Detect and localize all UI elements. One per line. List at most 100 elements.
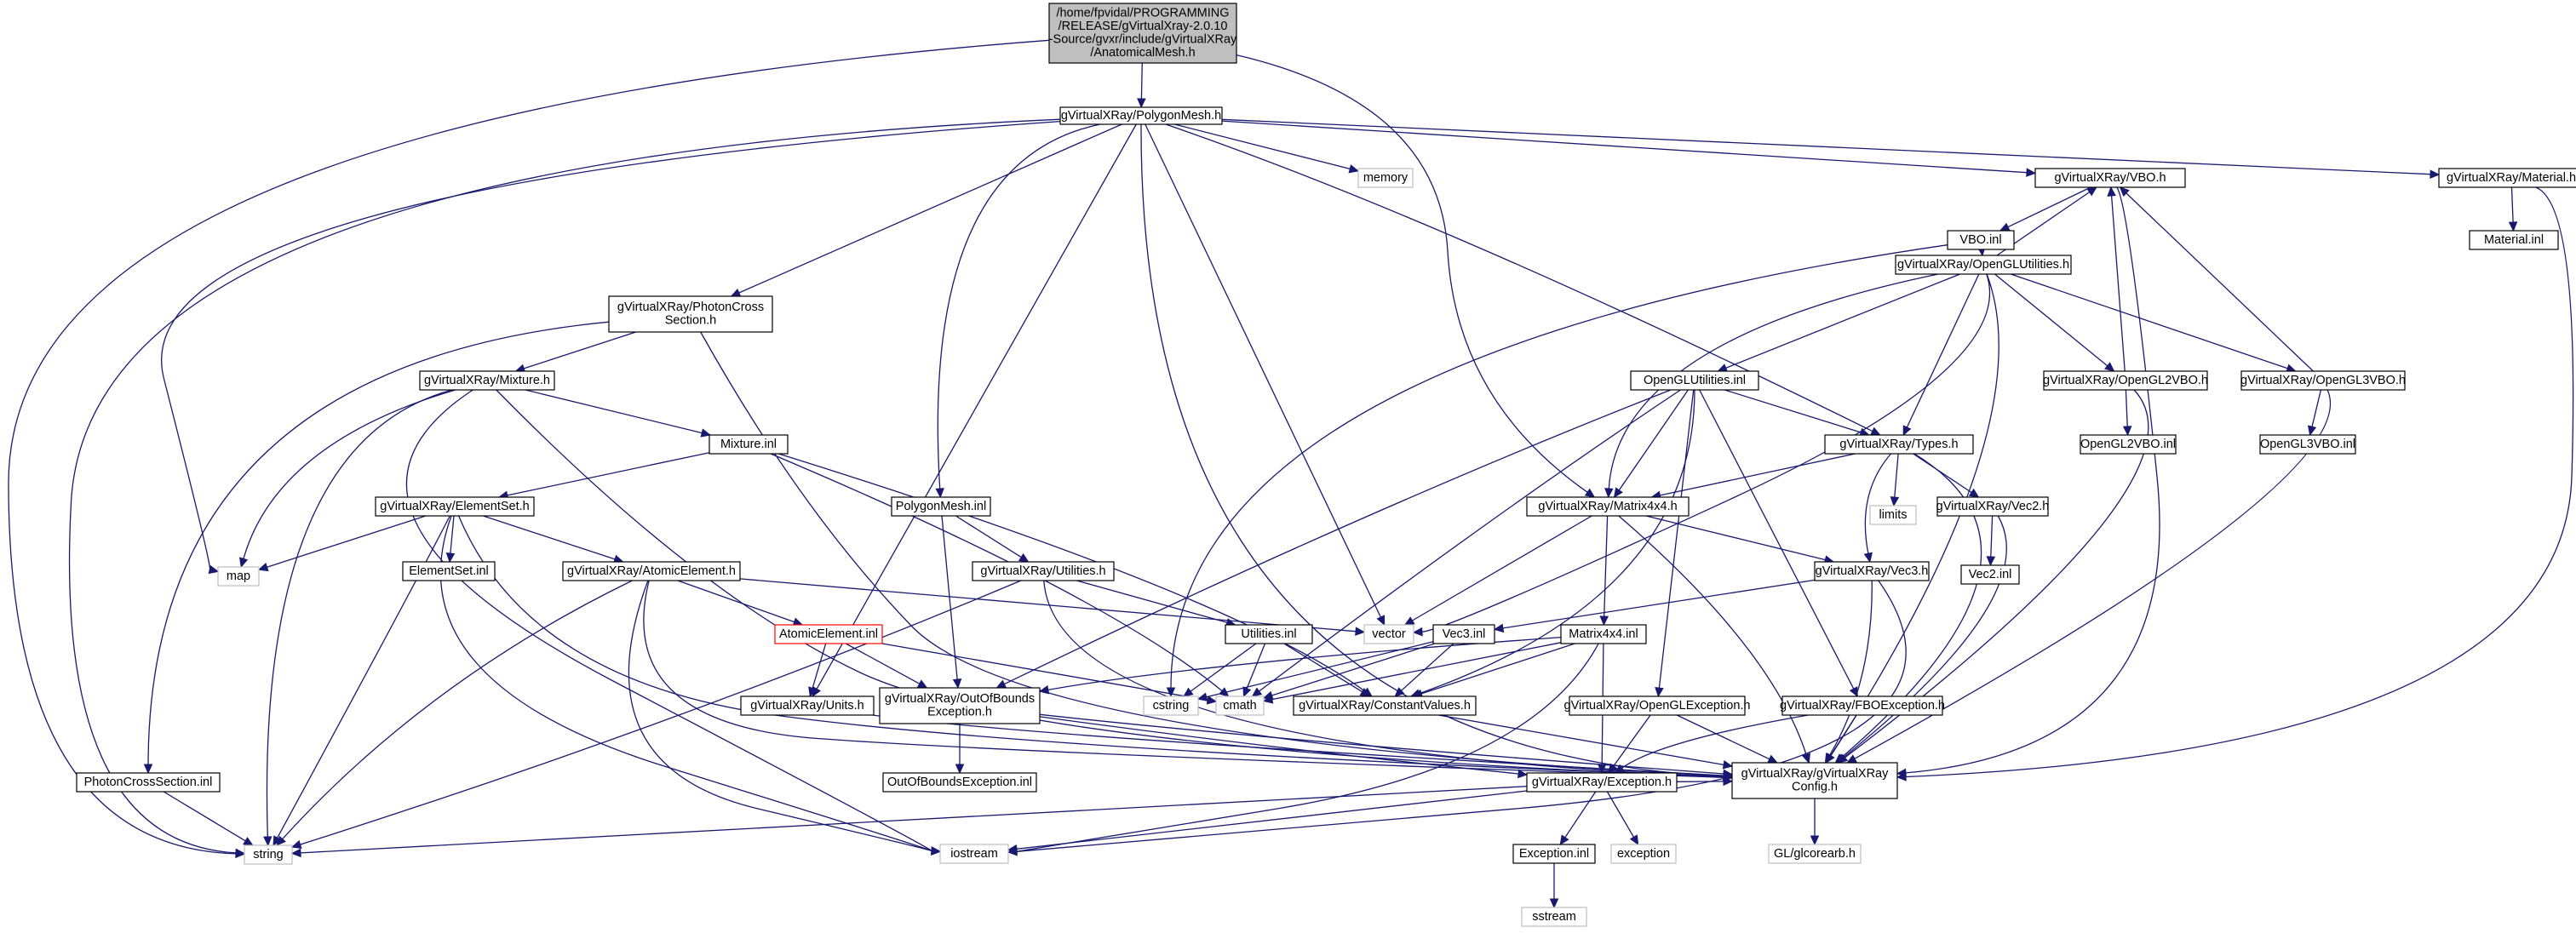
- node-vbo-h[interactable]: gVirtualXRay/VBO.h: [2034, 168, 2186, 188]
- edge-elementset_h-to-iostream: [439, 515, 932, 852]
- node-label-line: OpenGL2VBO.inl: [2080, 438, 2176, 451]
- node-vec2-h[interactable]: gVirtualXRay/Vec2.h: [1936, 496, 2050, 517]
- node-photoncross-h[interactable]: gVirtualXRay/PhotonCrossSection.h: [608, 295, 773, 333]
- edge-polygonmesh-to-units_h: [816, 123, 1137, 690]
- edge-atomicelement_h-to-iostream: [628, 580, 932, 852]
- node-material-h[interactable]: gVirtualXRay/Material.h: [2438, 168, 2576, 188]
- node-outofbounds-h[interactable]: gVirtualXRay/OutOfBoundsException.h: [879, 687, 1041, 724]
- node-label-line: -Source/gvxr/include/gVirtualXRay: [1049, 33, 1237, 47]
- arrowhead-polygonmesh-to-vector: [1376, 615, 1386, 627]
- arrowhead-polygonmesh-to-memory: [1348, 164, 1360, 174]
- edge-opengl_util_h-to-matrix4x4_h: [1608, 273, 1939, 489]
- node-opengl3vbo-h[interactable]: gVirtualXRay/OpenGL3VBO.h: [2240, 370, 2406, 391]
- node-polygonmesh[interactable]: gVirtualXRay/PolygonMesh.h: [1059, 106, 1223, 125]
- edge-opengl_util_inl-to-fboexception_h: [1699, 389, 1855, 690]
- edge-mixture_h-to-config_h: [496, 389, 1724, 778]
- node-box: [217, 566, 260, 587]
- node-fboexception-h[interactable]: gVirtualXRay/FBOException.h: [1780, 695, 1945, 716]
- arrowhead-opengl_util_h-to-matrix4x4_h: [1604, 488, 1614, 499]
- node-elementset-inl[interactable]: ElementSet.inl: [402, 561, 496, 581]
- edge-opengl_util_h-to-vector: [1421, 273, 1991, 632]
- edge-atomicelement_h-to-config_h: [643, 580, 1724, 778]
- node-label-line: Utilities.inl: [1241, 627, 1296, 641]
- node-label-line: gVirtualXRay/OpenGL2VBO.h: [2043, 374, 2208, 387]
- node-photoncross-inl[interactable]: PhotonCrossSection.inl: [76, 772, 221, 793]
- node-units-h[interactable]: gVirtualXRay/Units.h: [740, 695, 875, 716]
- edge-polygonmesh-to-material_h: [1221, 118, 2431, 175]
- node-material-inl[interactable]: Material.inl: [2469, 230, 2559, 250]
- edge-elementset_h-to-atomicelement_h: [483, 515, 616, 560]
- arrowhead-utilities_inl-to-cmath: [1242, 686, 1252, 698]
- node-root[interactable]: /home/fpvidal/PROGRAMMING/RELEASE/gVirtu…: [1048, 3, 1237, 64]
- edge-matrix4x4_inl-to-constantvalues_h: [1420, 643, 1575, 695]
- node-box: [1869, 505, 1917, 525]
- node-box: [2259, 434, 2356, 455]
- arrowhead-types_h-to-vec2_h: [1968, 488, 1980, 498]
- edge-polygonmesh-to-vbo_h: [1221, 120, 2028, 174]
- node-opengl2vbo-inl[interactable]: OpenGL2VBO.inl: [2080, 434, 2177, 455]
- arrowhead-root-to-polygonmesh: [1137, 98, 1146, 109]
- node-box: [419, 370, 555, 391]
- node-types-h[interactable]: gVirtualXRay/Types.h: [1824, 434, 1974, 455]
- edge-opengl_util_inl-to-cmath: [1259, 389, 1681, 692]
- node-matrix4x4-inl[interactable]: Matrix4x4.inl: [1560, 624, 1647, 644]
- edge-types_h-to-matrix4x4_h: [1660, 453, 1856, 496]
- node-exception-h[interactable]: gVirtualXRay/Exception.h: [1526, 772, 1678, 793]
- arrowhead-photoncross_inl-to-string: [243, 837, 254, 846]
- node-opengl-util-inl[interactable]: OpenGLUtilities.inl: [1630, 370, 1759, 391]
- node-elementset-h[interactable]: gVirtualXRay/ElementSet.h: [375, 496, 535, 517]
- node-constantvalues-h[interactable]: gVirtualXRay/ConstantValues.h: [1293, 695, 1477, 716]
- edge-atomicelement_h-to-string: [282, 580, 633, 840]
- arrowhead-opengl3vbo_h-to-opengl3vbo_inl: [2307, 425, 2317, 437]
- node-label-line: Vec3.inl: [1443, 627, 1486, 641]
- arrowhead-elementset_h-to-string: [273, 835, 282, 847]
- edge-opengl_util_h-to-opengl_util_inl: [1725, 273, 1960, 369]
- node-atomicelement-inl[interactable]: AtomicElement.inl: [774, 624, 883, 644]
- node-box: [939, 844, 1009, 864]
- node-exception-inl[interactable]: Exception.inl: [1512, 844, 1596, 864]
- edge-exception_h-to-string: [300, 786, 1528, 854]
- node-vec3-h[interactable]: gVirtualXRay/Vec3.h: [1814, 561, 1930, 581]
- node-sstream: sstream: [1521, 907, 1587, 927]
- node-label-line: gVirtualXRay/OpenGLException.h: [1564, 699, 1751, 713]
- node-box: [891, 496, 991, 517]
- node-opengl-util-h[interactable]: gVirtualXRay/OpenGLUtilities.h: [1895, 255, 2072, 275]
- node-openglexception-h[interactable]: gVirtualXRay/OpenGLException.h: [1564, 695, 1751, 716]
- arrowhead-opengl_util_h-to-types_h: [1902, 425, 1912, 437]
- node-label-line: gVirtualXRay/PolygonMesh.h: [1061, 109, 1221, 123]
- edge-opengl_util_inl-to-matrix4x4_h: [1618, 389, 1689, 491]
- edge-utilities_h-to-string: [300, 580, 1022, 845]
- node-atomicelement-h[interactable]: gVirtualXRay/AtomicElement.h: [562, 561, 741, 581]
- edge-utilities_inl-to-cstring: [1190, 643, 1257, 692]
- node-vec2-inl[interactable]: Vec2.inl: [1960, 564, 2020, 585]
- node-box: [2043, 370, 2208, 391]
- node-limits: limits: [1869, 505, 1917, 525]
- arrowhead-vbo_h-to-vbo_inl: [1999, 222, 2011, 232]
- node-outofbounds-inl[interactable]: OutOfBoundsException.inl: [882, 772, 1037, 793]
- edge-opengl_util_inl-to-constantvalues_h: [1419, 389, 1695, 695]
- node-box: [1560, 624, 1647, 644]
- node-utilities-inl[interactable]: Utilities.inl: [1225, 624, 1313, 644]
- arrowhead-elementset_h-to-map: [257, 563, 269, 572]
- node-matrix4x4-h[interactable]: gVirtualXRay/Matrix4x4.h: [1526, 496, 1690, 517]
- node-polygonmesh-inl[interactable]: PolygonMesh.inl: [891, 496, 991, 517]
- node-opengl2vbo-h[interactable]: gVirtualXRay/OpenGL2VBO.h: [2043, 370, 2208, 391]
- node-label-line: AtomicElement.inl: [779, 627, 878, 641]
- node-vbo-inl[interactable]: VBO.inl: [1947, 230, 2015, 250]
- node-label-line: map: [227, 570, 250, 583]
- arrowhead-matrix4x4_h-to-matrix4x4_inl: [1599, 615, 1609, 627]
- arrowhead-atomicelement_inl-to-cmath: [1206, 695, 1218, 705]
- dependency-edges: [8, 39, 2574, 909]
- edge-constantvalues_h-to-config_h: [1437, 714, 1724, 766]
- node-opengl3vbo-inl[interactable]: OpenGL3VBO.inl: [2259, 434, 2356, 455]
- node-utilities-h[interactable]: gVirtualXRay/Utilities.h: [972, 561, 1115, 581]
- node-box: [1936, 496, 2049, 517]
- edge-root-to-string: [8, 39, 1050, 855]
- edge-material_h-to-material_inl: [2510, 186, 2514, 223]
- node-vec3-inl[interactable]: Vec3.inl: [1432, 624, 1495, 644]
- arrowhead-outofbounds_h-to-config_h: [1723, 769, 1734, 779]
- node-mixture-h[interactable]: gVirtualXRay/Mixture.h: [419, 370, 555, 391]
- node-mixture-inl[interactable]: Mixture.inl: [709, 434, 789, 455]
- node-label-line: gVirtualXRay/Vec3.h: [1816, 564, 1929, 578]
